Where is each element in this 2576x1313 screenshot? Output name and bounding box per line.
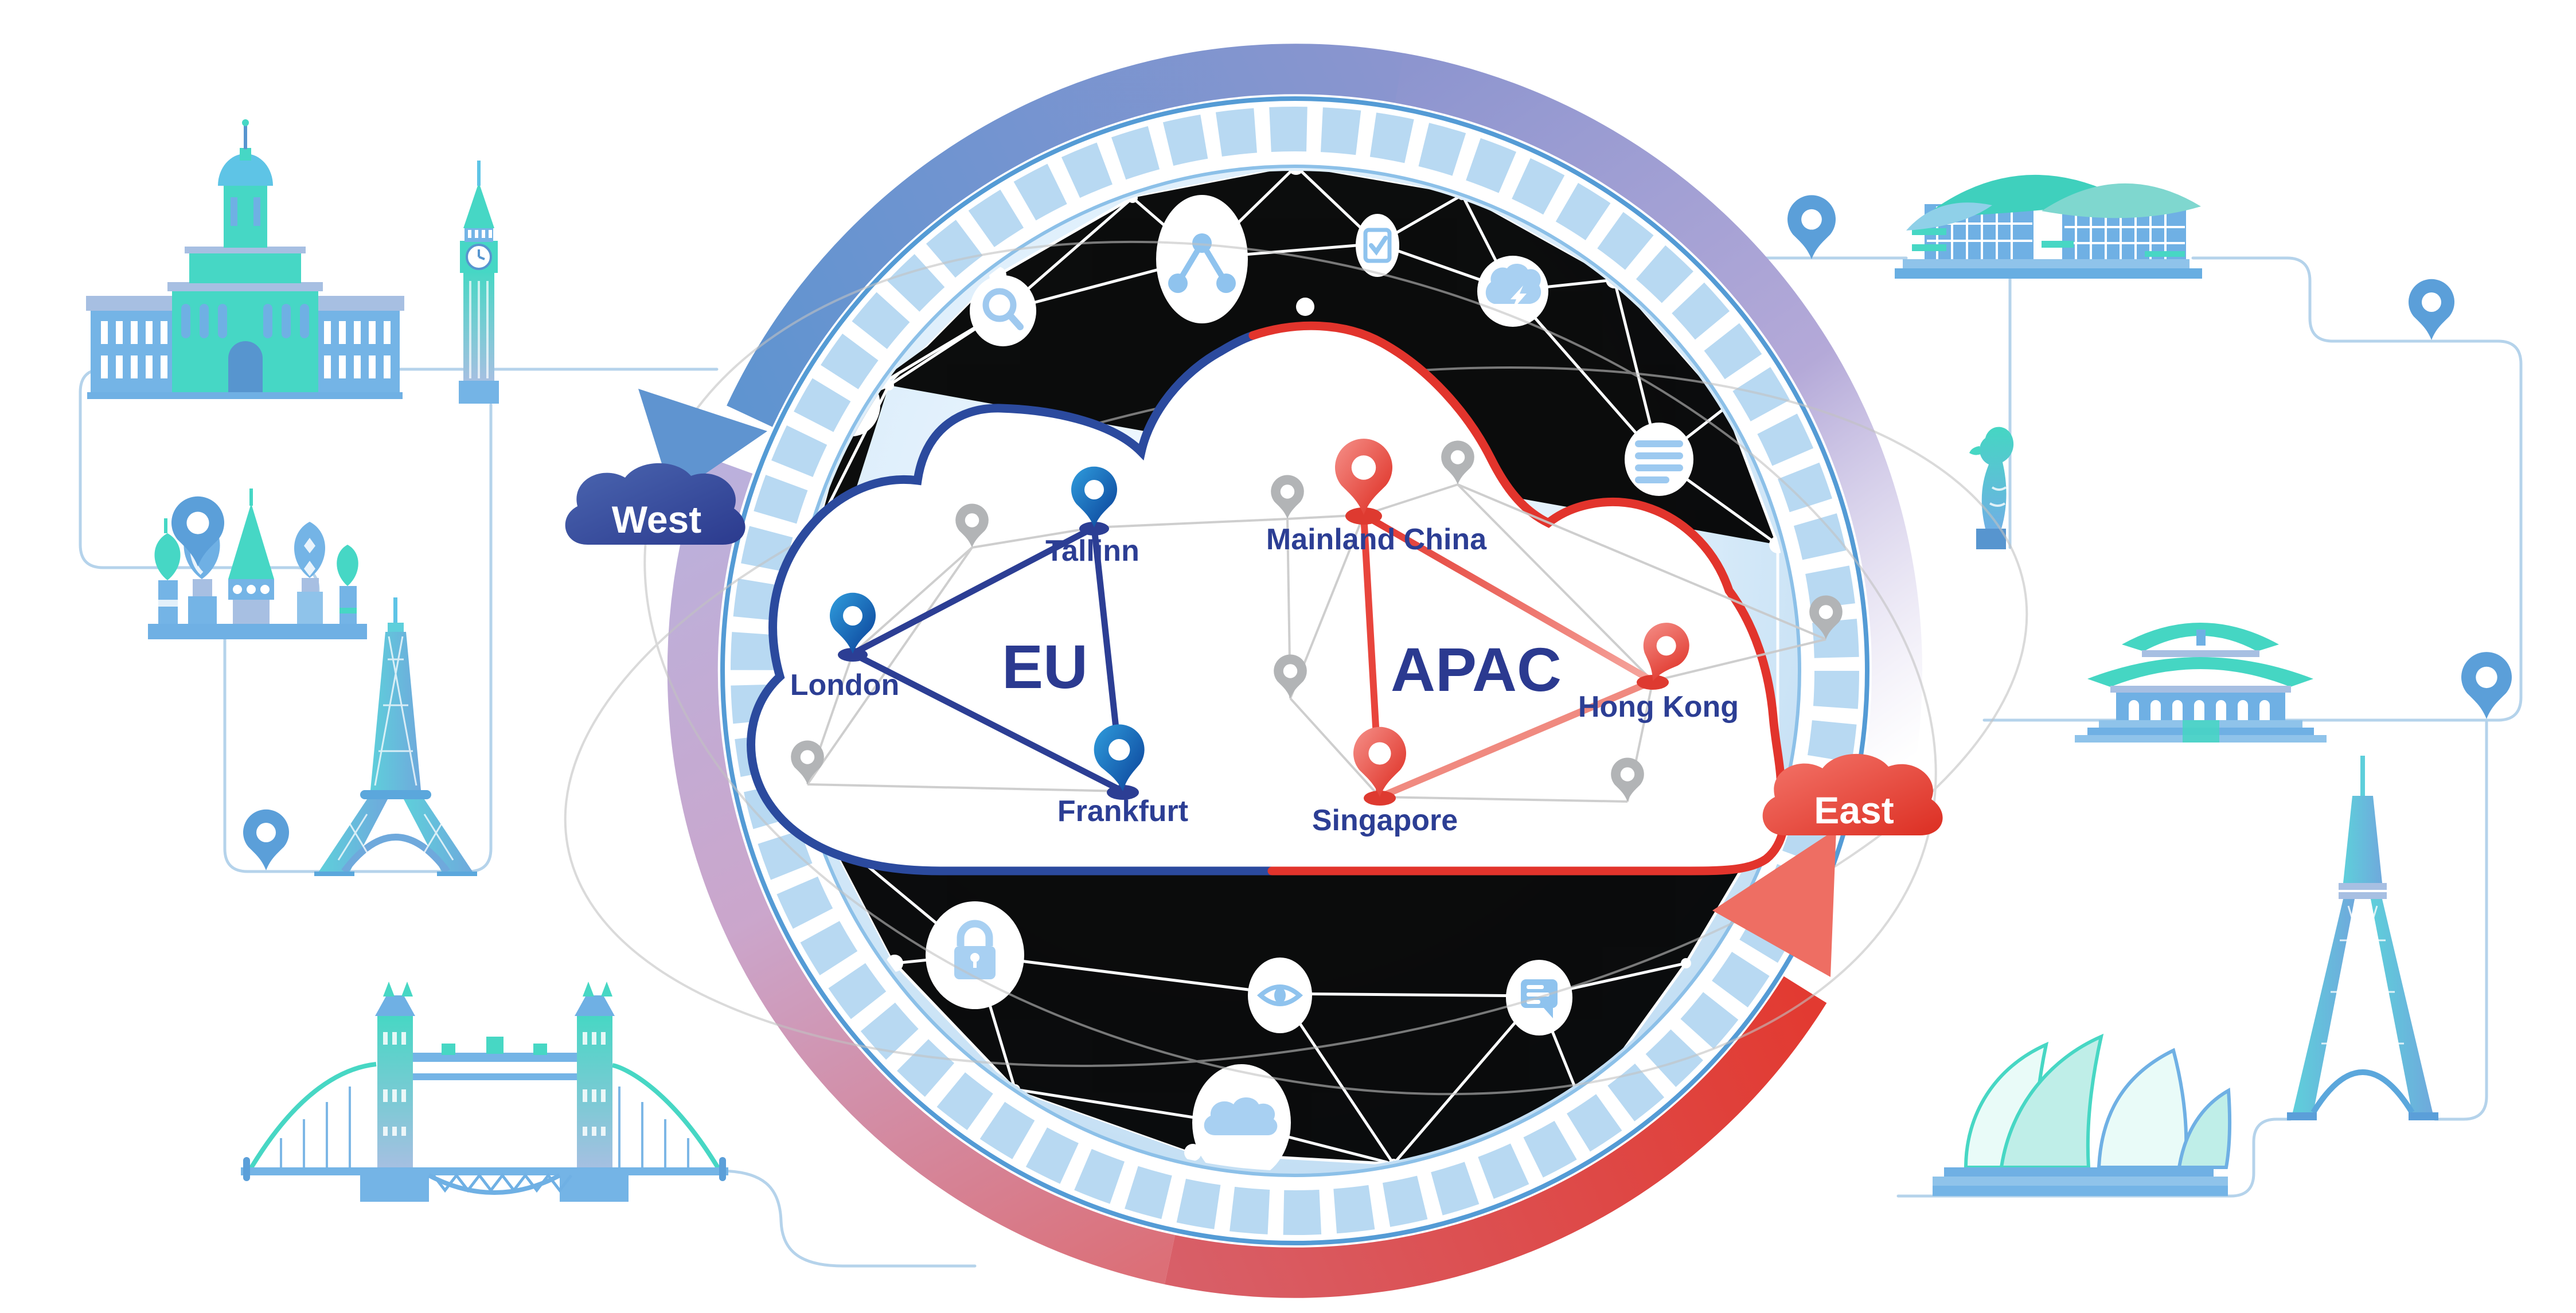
cloud-border-eu	[747, 331, 1277, 876]
merlion-landmark	[1969, 427, 2014, 549]
west-badge: West	[565, 463, 746, 545]
city-label-tallinn: Tallinn	[1045, 534, 1139, 568]
palace-landmark	[86, 119, 404, 399]
gray-network	[791, 440, 1843, 803]
wire-left-bigben-loop	[223, 403, 493, 873]
big-ben-landmark	[459, 161, 499, 404]
checkbox-icon	[1356, 214, 1399, 277]
wire-pin-4	[2461, 652, 2512, 719]
wire-right-main	[1982, 256, 2523, 722]
outer-band	[667, 44, 1923, 1298]
city-label-london: London	[790, 669, 900, 702]
wire-opera	[1896, 1117, 2292, 1198]
wire-pin-2	[243, 809, 289, 870]
sydney-opera-house-landmark	[1933, 1033, 2232, 1196]
east-label: East	[1814, 789, 1894, 831]
west-label: West	[612, 498, 702, 541]
east-badge: East	[1762, 753, 1943, 835]
landmarks	[86, 119, 2438, 1202]
network-nodes-icon	[1156, 195, 1248, 323]
search-icon	[970, 275, 1036, 346]
link-junctions	[838, 507, 1669, 806]
tower-bridge-landmark	[241, 982, 728, 1202]
tokyo-tower-landmark	[2287, 756, 2438, 1120]
wire-tokyo-drop	[2433, 718, 2488, 1121]
city-label-frankfurt: Frankfurt	[1057, 795, 1188, 828]
city-label-singapore: Singapore	[1312, 804, 1458, 837]
region-label-apac: APAC	[1391, 635, 1562, 704]
hk-convention-centre-landmark	[1895, 174, 2202, 279]
wire-left-bridge	[248, 1169, 977, 1268]
st-basils-cathedral-landmark	[148, 489, 367, 639]
direction-badges: West East	[565, 463, 1943, 835]
forbidden-city-landmark	[2075, 623, 2327, 743]
ring-thin-blue	[720, 96, 1869, 1245]
list-icon	[1625, 423, 1693, 496]
city-label-mainland-china: Mainland China	[1266, 523, 1487, 556]
film-strip-ring	[731, 107, 1859, 1235]
labels: EU APAC London Tallinn Frankfurt Mainlan…	[790, 523, 1739, 837]
eiffel-tower-landmark	[314, 597, 477, 876]
east-arrow	[1712, 829, 1836, 977]
cloud-icon	[1192, 1064, 1291, 1171]
region-label-eu: EU	[1002, 632, 1088, 701]
eye-icon	[1248, 958, 1312, 1033]
city-label-hong-kong: Hong Kong	[1578, 690, 1739, 724]
wire-pin-3	[1787, 195, 1836, 259]
wire-pin-5	[2409, 279, 2454, 340]
lock-icon	[926, 901, 1024, 1009]
